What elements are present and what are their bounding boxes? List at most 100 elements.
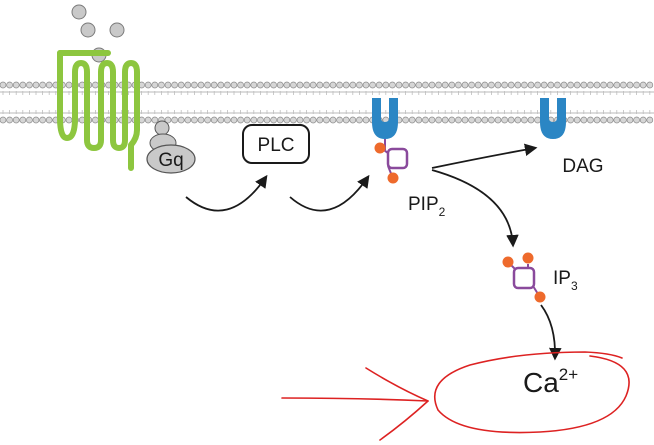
lipid-head (164, 81, 172, 89)
lipid-head (521, 116, 528, 124)
lipid-head (501, 81, 508, 89)
calcium-label: Ca2+ (523, 365, 578, 398)
lipid-head (362, 116, 370, 124)
lipid-head (309, 116, 317, 124)
lipid-head (276, 116, 284, 124)
lipid-head (395, 81, 403, 89)
lipid-head (408, 81, 416, 89)
lipid-head (65, 81, 73, 89)
lipid-head (0, 81, 7, 89)
phosphate-icon (522, 252, 534, 264)
lipid-head (646, 81, 654, 89)
lipid-head (197, 81, 205, 89)
lipid-head (32, 116, 40, 124)
lipid-head (171, 116, 178, 124)
lipid-head (606, 81, 614, 89)
lipid-head (171, 81, 178, 89)
lipid-head (375, 81, 383, 89)
lipid-head (587, 81, 594, 89)
lipid-head (527, 81, 535, 89)
lipid-head (369, 81, 376, 89)
lipid-head (191, 81, 198, 89)
lipid-head (613, 116, 621, 124)
lipid-head (428, 116, 436, 124)
lipid-head (435, 116, 442, 124)
lipid-head (560, 81, 568, 89)
lipid-head (402, 116, 409, 124)
lipid-head (263, 81, 271, 89)
lipid-head (514, 81, 522, 89)
lipid-head (290, 116, 297, 124)
lipid-head (32, 81, 40, 89)
lipid-head (210, 81, 218, 89)
curved-arrow-icon (185, 174, 268, 212)
lipid-head (26, 116, 33, 124)
lipid-head (481, 81, 489, 89)
lipid-head (6, 81, 13, 89)
lipid-head (626, 116, 634, 124)
curved-arrow-icon (540, 304, 562, 361)
lipid-head (402, 81, 409, 89)
lipid-head (336, 116, 343, 124)
lipid-head (587, 116, 594, 124)
lipid-head (210, 116, 218, 124)
pip2-label: PIP2 (408, 194, 446, 219)
hand-drawn-arrow-icon (281, 397, 429, 402)
lipid-head (468, 81, 475, 89)
lipid-head (408, 116, 416, 124)
dag-label: DAG (562, 156, 603, 177)
lipid-head (329, 81, 337, 89)
lipid-head (639, 116, 647, 124)
lipid-head (92, 81, 99, 89)
lipid-head (514, 116, 522, 124)
lipid-head (600, 116, 607, 124)
lipid-head (204, 81, 211, 89)
lipid-head (606, 116, 614, 124)
lipid-head (276, 81, 284, 89)
lipid-head (257, 116, 264, 124)
lipid-head (633, 81, 640, 89)
hand-drawn-arrow-icon (365, 367, 429, 441)
lipid-head (151, 116, 159, 124)
lipid-head (428, 81, 436, 89)
lipid-head (507, 116, 515, 124)
lipid-head (45, 116, 53, 124)
lipid-head (646, 116, 654, 124)
lipid-head (177, 116, 185, 124)
lipid-head (455, 116, 462, 124)
lipid-head (441, 116, 449, 124)
lipid-head (527, 116, 535, 124)
lipid-head (184, 81, 192, 89)
inositol-ring-icon (512, 266, 536, 290)
lipid-head (158, 81, 165, 89)
lipid-head (534, 116, 541, 124)
pathway-arrows (185, 143, 562, 361)
lipid-head (461, 81, 469, 89)
lipid-head (191, 116, 198, 124)
lipid-head (243, 116, 251, 124)
lipid-head (26, 81, 33, 89)
lipid-head (488, 81, 495, 89)
lipid-head (309, 81, 317, 89)
lipid-head (230, 116, 238, 124)
lipid-head (494, 81, 502, 89)
lipid-head (580, 81, 588, 89)
lipid-head (474, 81, 482, 89)
lipid-head (593, 81, 601, 89)
lipid-head (626, 81, 634, 89)
lipid-head (580, 116, 588, 124)
lipid-head (303, 116, 310, 124)
lipid-head (263, 116, 271, 124)
lipid-head (257, 81, 264, 89)
lipid-head (356, 81, 363, 89)
hand-drawn-circle-icon (433, 351, 630, 434)
lipid-head (441, 81, 449, 89)
lipid-head (356, 116, 363, 124)
lipid-head (283, 81, 291, 89)
dag-molecule: DAG (540, 98, 604, 177)
gq-protein: Gq (146, 120, 196, 174)
lipid-head (237, 81, 244, 89)
lipid-head (45, 81, 53, 89)
phosphate-icon (502, 256, 514, 268)
lipid-head (250, 81, 258, 89)
